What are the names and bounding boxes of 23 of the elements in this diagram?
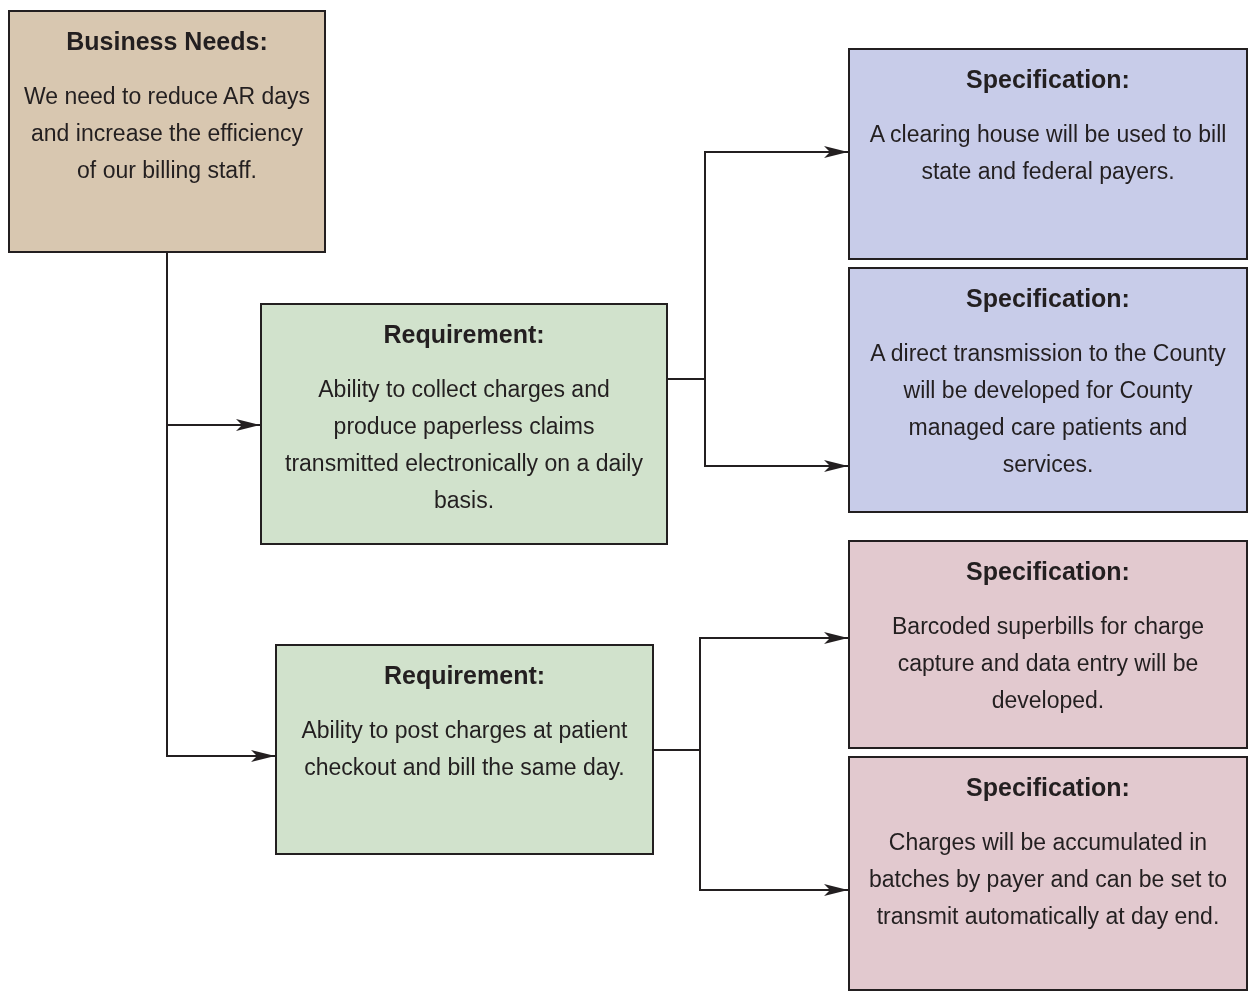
box-heading: Business Needs: bbox=[66, 26, 268, 57]
specification-box bbox=[848, 48, 1248, 260]
connector-arrow bbox=[667, 378, 849, 472]
box-text: Charges will be accumulated in batches by payer and can be set to transmit automatically at day end. bbox=[868, 828, 1228, 931]
box-text: Barcoded superbills for charge capture and data entry will be developed. bbox=[891, 612, 1205, 715]
box-text: A direct transmission to the County will be developed for County managed care patients and services. bbox=[869, 339, 1227, 479]
box-text: Ability to post charges at patient checkout and bill the same day. bbox=[300, 716, 629, 782]
box-heading: Requirement: bbox=[383, 660, 546, 691]
specification-box bbox=[848, 756, 1248, 991]
box-heading: Specification: bbox=[966, 772, 1130, 803]
box-text: A clearing house will be used to bill state and federal payers. bbox=[868, 120, 1228, 186]
box-heading: Specification: bbox=[966, 283, 1130, 314]
connector-arrow bbox=[653, 749, 849, 896]
requirement-box bbox=[260, 303, 668, 545]
business-needs-box bbox=[8, 10, 326, 253]
box-heading: Requirement: bbox=[383, 319, 545, 350]
box-heading: Specification: bbox=[966, 64, 1130, 95]
specification-box bbox=[848, 540, 1248, 749]
box-heading: Specification: bbox=[966, 556, 1130, 587]
specification-box bbox=[848, 267, 1248, 513]
box-text: We need to reduce AR days and increase the efficiency of our billing staff. bbox=[23, 82, 311, 185]
requirement-box bbox=[275, 644, 654, 855]
box-text: Ability to collect charges and produce paperless claims transmitted electronically on a daily basis. bbox=[284, 375, 644, 515]
